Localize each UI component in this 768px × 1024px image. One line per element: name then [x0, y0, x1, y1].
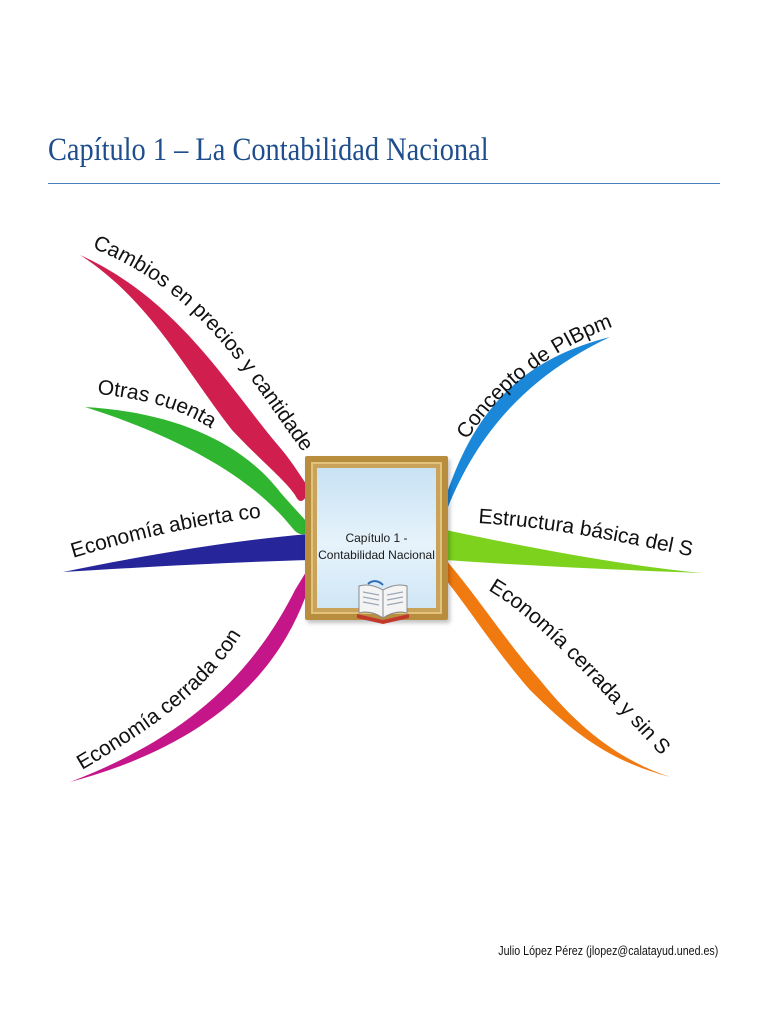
- branch-cerrada-sin: [446, 560, 670, 777]
- branch-estructura: [446, 530, 702, 573]
- branch-cambios: [80, 255, 310, 502]
- page-title: Capítulo 1 – La Contabilidad Nacional: [48, 132, 489, 168]
- center-label: Capítulo 1 - Contabilidad Nacional: [318, 531, 435, 562]
- title-divider: [48, 183, 720, 184]
- branch-label-abierta: Economía abierta con SP: [0, 0, 262, 563]
- branch-otras: [85, 407, 312, 535]
- author-credit: Julio López Pérez (jlopez@calatayud.uned…: [497, 943, 718, 958]
- open-book-icon: [357, 580, 409, 624]
- branch-abierta: [63, 534, 310, 572]
- center-node: Capítulo 1 - Contabilidad Nacional: [305, 456, 448, 624]
- center-board: Capítulo 1 - Contabilidad Nacional: [317, 468, 436, 624]
